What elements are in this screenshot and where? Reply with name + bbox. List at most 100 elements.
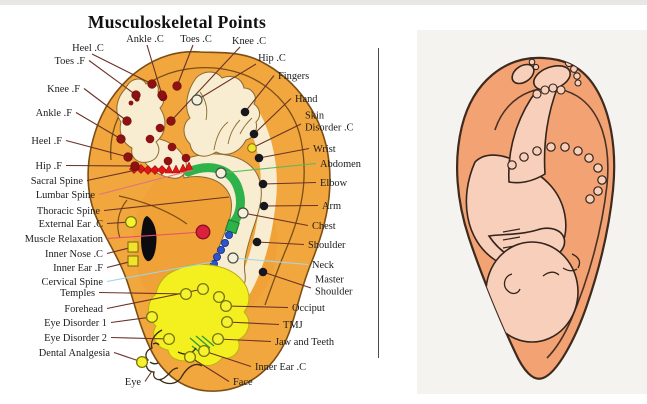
leader-lumbar_spine [98, 169, 194, 196]
point-heel_c [147, 79, 157, 89]
leader-jaw_and_teeth [217, 338, 272, 343]
page-title: Musculoskeletal Points [88, 12, 266, 32]
point-dental_analgesia [135, 355, 149, 369]
point-occiput [219, 299, 233, 313]
label-ankle_c: Ankle .C [126, 34, 164, 45]
label-ankle_f: Ankle .F [36, 108, 73, 119]
label-wrist: Wrist [313, 144, 336, 155]
leader-wrist [258, 147, 310, 159]
leader-eye_disorder_2 [110, 336, 170, 340]
label-knee_c: Knee .C [232, 36, 266, 47]
point-fingers [240, 107, 250, 117]
leader-thoracic_spine [103, 196, 230, 212]
leader-inner_ear_c [203, 350, 252, 368]
label-hand: Hand [295, 94, 318, 105]
unlabeled-yellow-point [212, 290, 226, 304]
point-ankle_f [116, 134, 126, 144]
label-hip_c: Hip .C [258, 53, 286, 64]
leader-skin_disorder_c [251, 123, 302, 149]
point-elbow [258, 179, 268, 189]
label-eye_disorder_2: Eye Disorder 2 [44, 333, 107, 344]
label-muscle_relaxation: Muscle Relaxation [25, 234, 104, 245]
fetus-face-details [503, 253, 581, 295]
leader-temples [98, 291, 187, 295]
top-border-strip [0, 0, 647, 5]
finger-lines [199, 91, 253, 151]
label-inner_nose_c: Inner Nose .C [45, 249, 103, 260]
leader-eye [144, 370, 153, 382]
acupoints-layer [116, 79, 269, 369]
label-sacral_spine: Sacral Spine [31, 176, 84, 187]
helix-inner-line [110, 67, 302, 161]
divider-line [378, 48, 379, 358]
point-eye_disorder_1 [145, 310, 159, 324]
leader-tmj [226, 321, 280, 326]
leader-shoulder [256, 241, 305, 246]
point-toes_c [172, 81, 182, 91]
label-jaw_and_teeth: Jaw and Teeth [275, 337, 335, 348]
leader-knee_c [170, 46, 241, 122]
point-chest [237, 207, 249, 219]
label-knee_f: Knee .F [47, 84, 80, 95]
point-muscle_relaxation [195, 224, 211, 240]
leader-cervical_spine [106, 261, 213, 283]
leader-face [189, 356, 230, 382]
label-external_ear_c: External Ear .C [39, 219, 103, 230]
label-temples: Temples [60, 288, 95, 299]
fetus-ear-illustration [455, 56, 616, 380]
crus-line [118, 195, 188, 225]
right-panel [417, 30, 647, 394]
label-toes_f: Toes .F [55, 56, 86, 67]
point-wrist [254, 153, 264, 163]
point-external_ear_c [124, 215, 138, 229]
label-elbow: Elbow [320, 178, 348, 189]
umbilical-cord [507, 142, 607, 204]
label-fingers: Fingers [278, 71, 309, 82]
fetus-foot-back [511, 63, 535, 85]
label-heel_c: Heel .C [72, 43, 104, 54]
helix-inner-line-right [264, 139, 305, 306]
point-neck [227, 252, 239, 264]
fetus-head [485, 241, 579, 343]
label-chest: Chest [312, 221, 336, 232]
anklet-chain [532, 83, 566, 99]
label-heel_f: Heel .F [31, 136, 62, 147]
leader-ankle_c [146, 44, 163, 96]
leader-knee_f [83, 88, 128, 122]
label-face: Face [233, 377, 253, 388]
label-shoulder: Shoulder [308, 240, 346, 251]
label-inner_ear_c: Inner Ear .C [255, 362, 306, 373]
leader-neck [232, 257, 309, 266]
point-shoulder [252, 237, 262, 247]
point-master_shoulder [258, 267, 268, 277]
label-thoracic_spine: Thoracic Spine [37, 206, 101, 217]
leader-toes_c [176, 44, 194, 87]
leader-toes_f [88, 60, 137, 96]
leader-fingers [244, 75, 275, 113]
point-inner_nose_c [127, 241, 139, 253]
leader-elbow [262, 181, 317, 185]
label-neck: Neck [312, 260, 335, 271]
point-hip_f [130, 161, 140, 171]
point-heel_f [123, 152, 133, 162]
label-tmj: TMJ [283, 320, 303, 331]
label-arm: Arm [322, 201, 341, 212]
point-knee_f [122, 116, 132, 126]
point-toes_f [131, 90, 141, 100]
point-arm [259, 201, 269, 211]
leader-heel_c [91, 53, 153, 85]
leader-master_shoulder [262, 271, 312, 289]
point-forehead [196, 282, 210, 296]
label-hip_f: Hip .F [35, 161, 62, 172]
point-inner_ear_f [127, 255, 139, 267]
point-ankle_c [157, 90, 167, 100]
fetus-figure [465, 58, 607, 343]
label-occiput: Occiput [292, 303, 325, 314]
label-dental_analgesia: Dental Analgesia [39, 348, 111, 359]
point-jaw_and_teeth [211, 332, 225, 346]
leader-hip_c [196, 63, 257, 101]
label-forehead: Forehead [64, 304, 103, 315]
label-lumbar_spine: Lumbar Spine [36, 190, 96, 201]
